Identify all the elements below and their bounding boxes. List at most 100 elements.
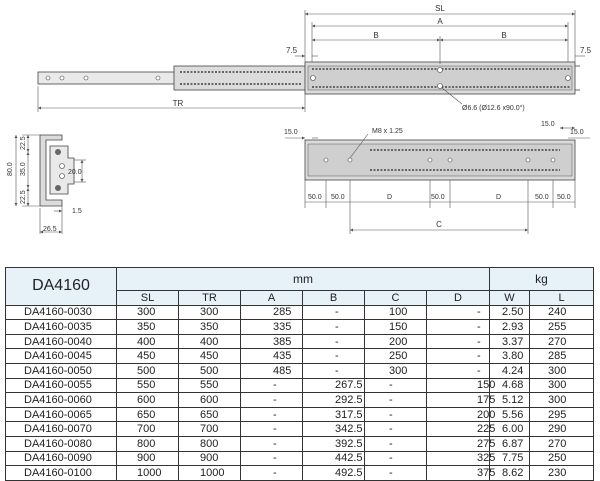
table-cell: 5.56	[489, 406, 530, 423]
table-cell: 442.5	[302, 450, 365, 467]
table-cell: -	[364, 450, 427, 467]
dim-end-right-mid: 15.0	[570, 129, 584, 136]
table-cell: -	[364, 377, 427, 394]
table-cell: 150	[364, 319, 427, 335]
table-cell: -	[426, 348, 490, 364]
table-cell: 270	[529, 435, 594, 452]
model-number-cell: DA4160-0040	[5, 333, 117, 350]
table-cell: -	[302, 319, 365, 335]
dim-seg-5: D	[496, 194, 501, 201]
table-cell: 292.5	[302, 392, 365, 408]
table-cell: 255	[529, 319, 594, 335]
dim-seg-4: 50.0	[431, 194, 445, 201]
dim-seg-7: 50.0	[557, 194, 571, 201]
table-cell: 270	[529, 333, 594, 350]
dim-height-top: 22.5	[20, 136, 27, 150]
column-header-row: SL TR A B C D W L	[6, 290, 594, 306]
table-cell: -	[240, 421, 303, 437]
col-header-tr: TR	[178, 290, 241, 306]
table-cell: 275	[426, 435, 495, 452]
table-cell: 175	[426, 392, 495, 408]
table-cell: 300	[178, 304, 241, 321]
table-cell: -	[240, 465, 303, 481]
table-cell: 300	[116, 304, 179, 321]
table-cell: 335	[240, 319, 303, 335]
dim-inner: 20.0	[68, 169, 82, 176]
table-cell: 300	[364, 362, 427, 379]
model-number-cell: DA4160-0070	[5, 421, 117, 437]
table-cell: 250	[529, 450, 594, 467]
table-cell: -	[426, 304, 490, 321]
table-cell: 250	[364, 348, 427, 364]
table-cell: 500	[178, 362, 241, 379]
table-cell: 392.5	[302, 435, 365, 452]
table-cell: 6.00	[489, 421, 530, 437]
side-view: M8 x 1.25 15.0 15.0 15.0 50.0 50.0 D 50.…	[284, 121, 590, 234]
hole-note: Ø6.6 (Ø12.6 x90.0°)	[462, 104, 525, 112]
table-cell: -	[302, 362, 365, 379]
table-cell: 2.50	[489, 304, 530, 321]
table-cell: 200	[364, 333, 427, 350]
table-cell: 800	[116, 435, 179, 452]
table-cell: 325	[426, 450, 495, 467]
thread-note: M8 x 1.25	[372, 128, 403, 135]
table-cell: 240	[529, 304, 594, 321]
dim-b-right: B	[501, 31, 506, 40]
table-cell: -	[240, 392, 303, 408]
table-cell: 3.37	[489, 333, 530, 350]
spec-table: DA4160 mm kg SL TR A B C D W L DA4160-00…	[5, 267, 594, 481]
dim-a: A	[437, 17, 443, 26]
table-cell: 492.5	[302, 465, 365, 481]
dim-seg-3: D	[387, 194, 392, 201]
model-number-cell: DA4160-0050	[5, 362, 117, 379]
model-number-cell: DA4160-0055	[5, 377, 117, 394]
dim-seg-6: 50.0	[535, 194, 549, 201]
table-cell: -	[302, 348, 365, 364]
table-cell: 350	[178, 319, 241, 335]
table-cell: 700	[178, 421, 241, 437]
table-cell: 650	[116, 406, 179, 423]
table-cell: 300	[529, 377, 594, 394]
dim-height-mid: 35.0	[20, 162, 27, 176]
col-header-w: W	[489, 290, 530, 306]
table-cell: -	[364, 392, 427, 408]
table-cell: 700	[116, 421, 179, 437]
table-cell: -	[364, 406, 427, 423]
table-cell: 435	[240, 348, 303, 364]
dim-height-bottom: 22.5	[20, 190, 27, 204]
table-cell: 350	[116, 319, 179, 335]
table-cell: 300	[529, 392, 594, 408]
col-header-a: A	[240, 290, 303, 306]
table-cell: -	[364, 465, 427, 481]
table-cell: -	[240, 406, 303, 423]
table-cell: -	[364, 421, 427, 437]
col-header-l: L	[529, 290, 594, 306]
dim-sl: SL	[435, 4, 445, 13]
table-cell: -	[240, 435, 303, 452]
table-cell: 7.75	[489, 450, 530, 467]
table-cell: 300	[529, 362, 594, 379]
section-view: 80.0 22.5 35.0 22.5 20.0 1.5 26.5	[7, 134, 86, 234]
table-cell: 450	[116, 348, 179, 364]
mm-group-header: mm	[116, 267, 490, 291]
table-cell: 1000	[116, 465, 179, 481]
table-cell: 4.68	[489, 377, 530, 394]
dim-b-left: B	[373, 31, 378, 40]
table-cell: 550	[116, 377, 179, 394]
col-header-d: D	[426, 290, 490, 306]
model-number-cell: DA4160-0030	[5, 304, 117, 321]
dim-end-right-top: 15.0	[541, 121, 555, 128]
table-cell: -	[364, 435, 427, 452]
table-cell: 650	[178, 406, 241, 423]
model-number-cell: DA4160-0080	[5, 435, 117, 452]
table-cell: 900	[116, 450, 179, 467]
table-cell: 230	[529, 465, 594, 481]
table-cell: 4.24	[489, 362, 530, 379]
